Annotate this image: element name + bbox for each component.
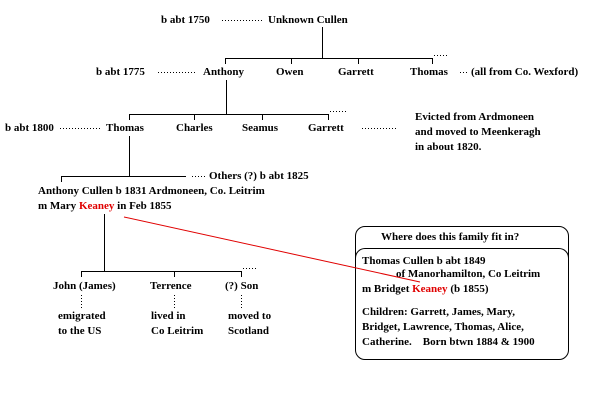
gen5-child-john: John (James) — [53, 280, 116, 292]
unplaced-family-line3: m Bridget Keaney (b 1855) — [362, 283, 489, 296]
gen5-son-note: moved to Scotland — [228, 309, 271, 339]
note-line: to the US — [58, 325, 102, 337]
gen2-child-anthony: Anthony — [203, 66, 244, 78]
gen2-child-owen: Owen — [276, 66, 304, 78]
note-line: Scotland — [228, 325, 269, 337]
gen5-child-son: (?) Son — [225, 280, 259, 292]
eviction-note-line: Evicted from Ardmoneen — [415, 111, 534, 123]
gen3-child-thomas: Thomas — [106, 122, 144, 134]
unplaced-family-line1: Thomas Cullen b abt 1849 — [362, 255, 486, 267]
gen2-birth-label: b abt 1775 — [96, 66, 145, 78]
unplaced-family-line2: of Manorhamilton, Co Leitrim — [396, 268, 541, 280]
gen4-person-line2: m Mary Keaney in Feb 1855 — [38, 200, 172, 213]
gen2-child-thomas: Thomas — [410, 66, 448, 78]
marriage-prefix: m Bridget — [362, 283, 413, 295]
gen3-child-garrett: Garrett — [308, 122, 344, 134]
gen2-origin-note: (all from Co. Wexford) — [471, 66, 579, 78]
children-line: Catherine. Born btwn 1884 & 1900 — [362, 336, 535, 348]
spouse-birth: (b 1855) — [447, 283, 489, 295]
gen3-birth-label: b abt 1800 — [5, 122, 54, 134]
unplaced-family-title: Where does this family fit in? — [381, 231, 520, 243]
eviction-note-line: in about 1820. — [415, 141, 482, 153]
marriage-prefix: m Mary — [38, 200, 79, 212]
gen4-others-label: Others (?) b abt 1825 — [209, 170, 309, 182]
note-line: emigrated — [58, 310, 106, 322]
gen3-child-charles: Charles — [176, 122, 213, 134]
surname-keaney-highlight: Keaney — [78, 200, 115, 212]
gen5-child-terrence: Terrence — [150, 280, 192, 292]
eviction-note-line: and moved to Meenkeragh — [415, 126, 541, 138]
note-line: Co Leitrim — [151, 325, 204, 337]
unplaced-family-children: Children: Garrett, James, Mary, Bridget,… — [362, 305, 567, 350]
gen2-child-garrett: Garrett — [338, 66, 374, 78]
note-line: lived in — [151, 310, 186, 322]
gen1-birth-label: b abt 1750 — [161, 14, 210, 26]
gen3-eviction-note: Evicted from Ardmoneen and moved to Meen… — [415, 110, 600, 155]
gen5-terrence-note: lived in Co Leitrim — [151, 309, 203, 339]
surname-keaney-highlight: Keaney — [412, 283, 448, 295]
marriage-date: in Feb 1855 — [114, 200, 172, 212]
gen4-person-line1: Anthony Cullen b 1831 Ardmoneen, Co. Lei… — [38, 185, 265, 197]
keaney-link-line — [123, 216, 421, 283]
children-line: Bridget, Lawrence, Thomas, Alice, — [362, 321, 524, 333]
gen1-name: Unknown Cullen — [268, 14, 348, 26]
children-line: Children: Garrett, James, Mary, — [362, 306, 515, 318]
note-line: moved to — [228, 310, 272, 322]
gen5-john-note: emigrated to the US — [58, 309, 106, 339]
gen3-child-seamus: Seamus — [242, 122, 279, 134]
